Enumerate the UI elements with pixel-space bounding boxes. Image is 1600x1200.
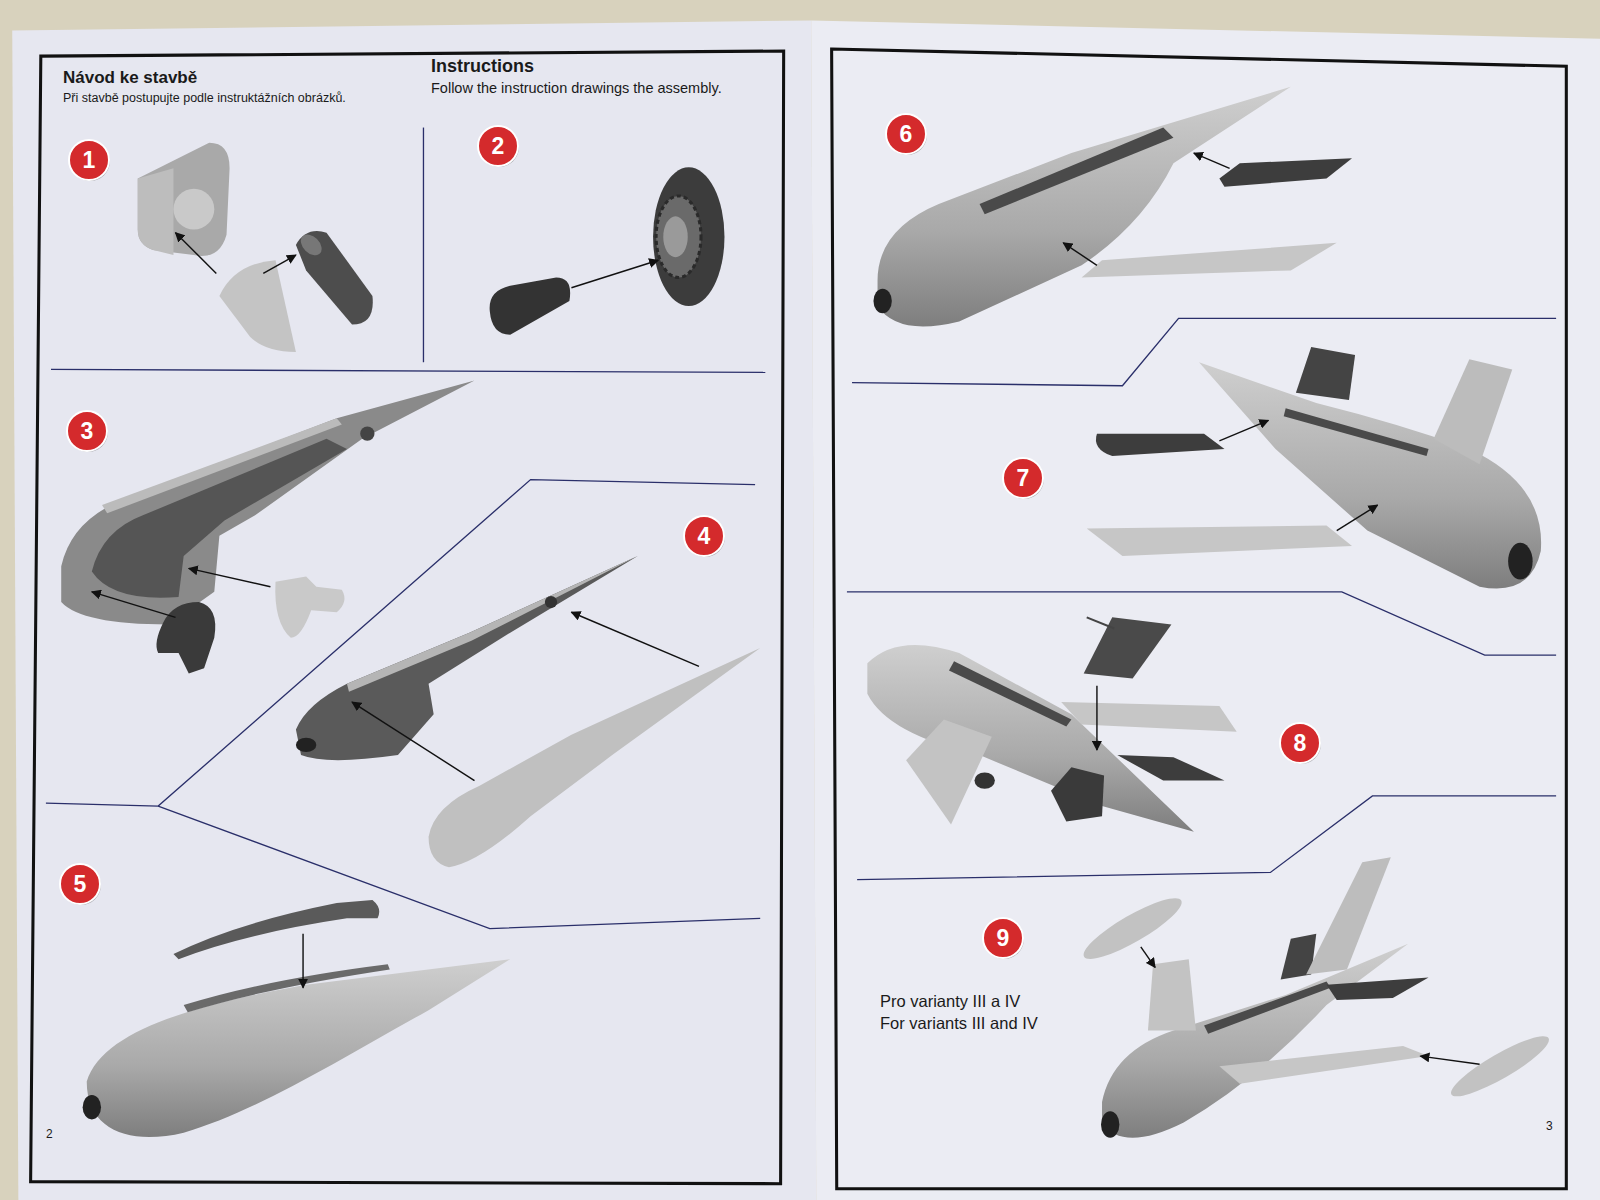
step-8-parts: [867, 617, 1236, 831]
step-number: 9: [997, 927, 1010, 950]
circle-fill: [478, 126, 518, 166]
step-4-parts: [296, 556, 760, 867]
step-1-parts: [138, 143, 373, 352]
step-number: 2: [492, 135, 505, 158]
step-5-parts: [83, 900, 511, 1137]
sheet-text: Follow the instruction drawings the asse…: [431, 80, 722, 97]
step-number-circle: 3: [65, 409, 109, 453]
circle-shadow: [68, 412, 108, 452]
circle-fill: [886, 114, 926, 154]
step-number-circle: 1: [67, 138, 111, 182]
step-number-circle: 7: [1001, 456, 1045, 500]
circle-fill: [67, 411, 107, 451]
step-number-circle: 9: [981, 916, 1025, 960]
step-9-parts: [1077, 857, 1554, 1138]
circle-shadow: [479, 127, 519, 167]
circle-shadow: [887, 115, 927, 155]
step-number-circle: 2: [476, 124, 520, 168]
circle-fill: [1280, 723, 1320, 763]
circle-shadow: [70, 141, 110, 181]
step-7-parts: [1087, 347, 1541, 589]
step-3-parts: [61, 381, 474, 674]
step-number-circle: 6: [884, 112, 928, 156]
divider-lines: [46, 128, 1556, 929]
step-number: 7: [1017, 467, 1030, 490]
sheet-text: Návod ke stavbě: [63, 68, 197, 88]
step-number-circle: 8: [1278, 721, 1322, 765]
step-number: 1: [83, 149, 96, 172]
step-number: 3: [81, 420, 94, 443]
circle-shadow: [1004, 459, 1044, 499]
circle-fill: [983, 918, 1023, 958]
circle-shadow: [984, 919, 1024, 959]
step-number: 8: [1294, 732, 1307, 755]
step-number-circle: 5: [58, 862, 102, 906]
left-page: [12, 20, 816, 1200]
sheet-text: Instructions: [431, 56, 534, 77]
circle-fill: [60, 864, 100, 904]
step-2-parts: [490, 167, 725, 334]
page-border: [31, 51, 784, 1184]
sheet-text: For variants III and IV: [880, 1014, 1038, 1033]
sheet-text: Pro varianty III a IV: [880, 992, 1020, 1011]
circle-shadow: [685, 517, 725, 557]
page-number: 3: [1546, 1120, 1553, 1134]
sheet-text: Při stavbě postupujte podle instruktážní…: [63, 91, 346, 105]
page-number: 2: [46, 1128, 53, 1142]
right-page: [811, 20, 1600, 1200]
circle-shadow: [1281, 724, 1321, 764]
assembly-arrows: [92, 153, 1480, 1064]
circle-fill: [1003, 458, 1043, 498]
step-number-circle: 4: [682, 514, 726, 558]
step-6-parts: [873, 87, 1352, 327]
step-number: 6: [900, 123, 913, 146]
circle-shadow: [61, 865, 101, 905]
circle-fill: [684, 516, 724, 556]
page-border: [832, 49, 1567, 1189]
step-number: 4: [698, 525, 711, 548]
step-number: 5: [74, 873, 87, 896]
circle-fill: [69, 140, 109, 180]
